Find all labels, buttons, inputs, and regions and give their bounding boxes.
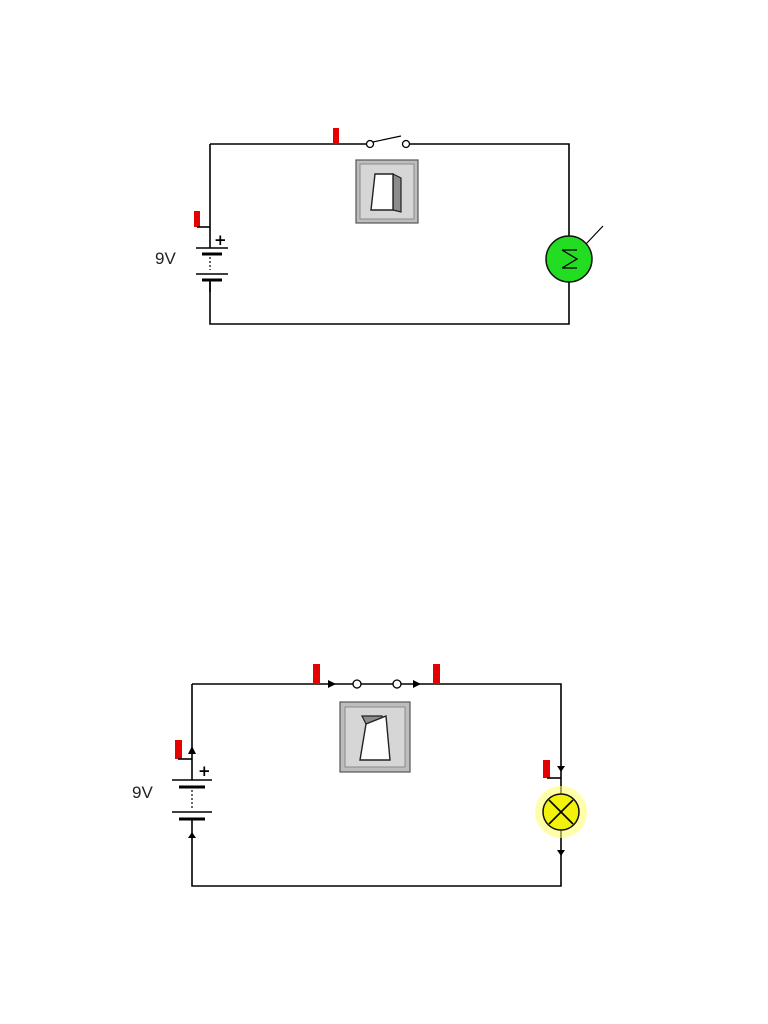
battery-plus-sign: + [198,762,211,780]
circuit-bottom: + 9V [132,664,587,887]
switch-toggle-button[interactable] [355,159,419,224]
battery-voltage-label: 9V [155,249,176,268]
lamp-cross-icon [548,799,574,825]
battery-top[interactable] [196,236,228,292]
current-arrow-icon [188,832,196,838]
probe-marker[interactable] [543,760,550,778]
probe-marker[interactable] [194,211,200,227]
switch-toggle-button[interactable] [339,701,411,773]
current-arrow-icon [188,746,196,754]
battery-bottom[interactable] [172,779,212,832]
current-arrow-icon [557,850,565,856]
current-arrow-icon [557,766,565,772]
probe-marker[interactable] [433,664,440,684]
switch-symbol-open [365,135,411,149]
probe-marker[interactable] [333,128,339,144]
battery-voltage-label: 9V [132,783,153,802]
battery-plus-sign: + [214,231,227,249]
lamp-bottom[interactable] [535,786,587,838]
motor-symbol-icon [561,249,579,269]
current-arrow-icon [413,680,421,688]
probe-marker[interactable] [175,740,182,759]
current-arrow-icon [328,680,336,688]
switch-symbol-closed [352,679,402,689]
circuit-top: + 9V [155,128,604,325]
wire-top-loop [209,143,570,325]
probe-marker[interactable] [313,664,320,684]
motor-top[interactable] [545,225,604,283]
